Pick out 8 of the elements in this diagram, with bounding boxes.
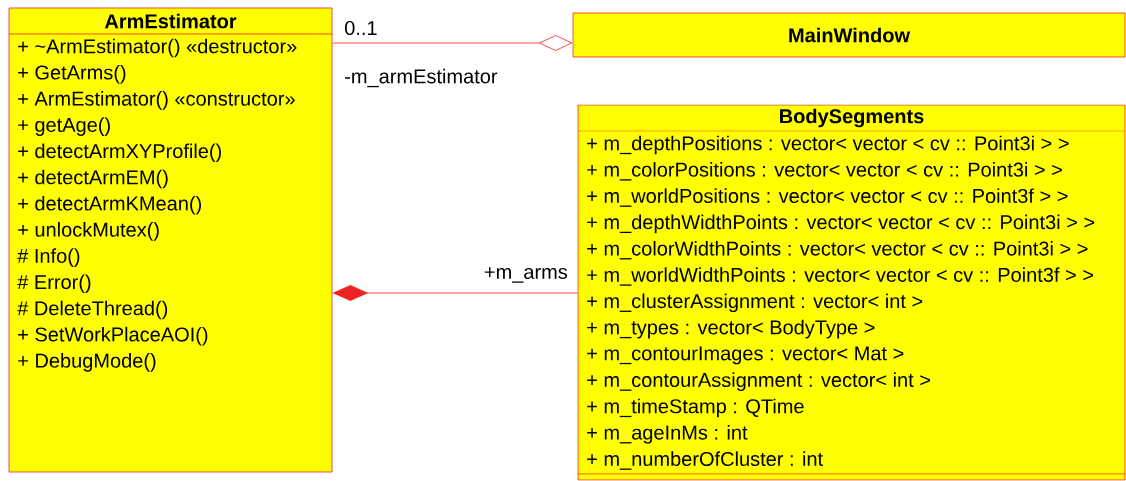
class-box: BodySegments + m_depthPositions : vector< vector < cv :: Point3i > > + m_colorPositions : vector< vector < cv :: Point3i > > + m_worldPositions : vector< vector < cv :: Point3f > > + m_depthWidthPoints : vector< vector < cv :: Point3i > > + m_colorWidthPoints : vector< vector < cv :: Point3i > > + m_worldWidthPoints : vector< vector < cv :: Point3f > > + m_clusterAssignment : vector< int > + m_types : vector< BodyType > + m_contourImages : vector< Mat > + m_contourAssignment : vector< int > + m_timeStamp : QTime + m_ageInMs : int + m_numberOfCluster : int [577,104,1126,481]
association-line [332,35,573,51]
association-line [333,285,578,301]
class-box: ArmEstimator + ~ArmEstimator() «destructor» + GetArms() + ArmEstimator() «constructor» + getAge() + detectArmXYProfile() + detectArmEM() + detectArmKMean() + unlockMutex() # Info() # Error() # DeleteThread() + SetWorkPlaceAOI() + DebugMode() [8,7,333,473]
multiplicity-label: 0..1 [343,19,379,37]
class-box: MainWindow [572,12,1126,58]
role-label: -m_armEstimator [343,67,499,89]
role-label: +m_arms [482,266,569,284]
